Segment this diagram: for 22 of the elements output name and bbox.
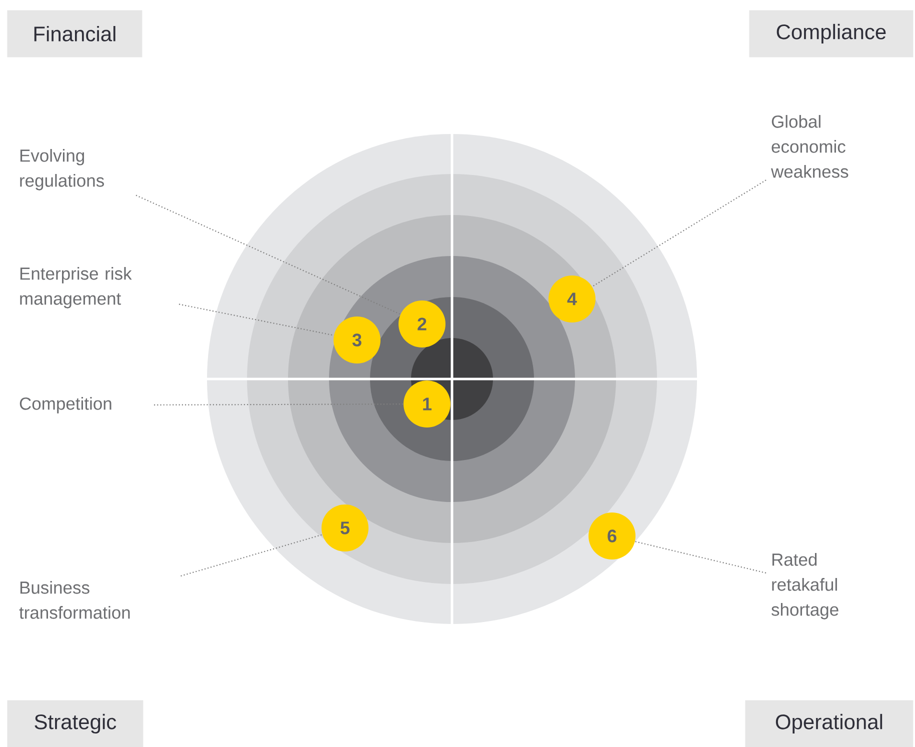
leader-line	[178, 304, 334, 336]
number-badge: 6	[588, 512, 636, 560]
risk-label: Global economic weakness	[770, 114, 848, 178]
number-badge: 2	[398, 300, 446, 348]
risk-label: Enterprise risk management	[20, 267, 132, 308]
leader-line	[154, 404, 404, 406]
leader-line	[634, 541, 766, 574]
number-badge: 3	[334, 316, 380, 364]
number-badge: 5	[322, 504, 368, 552]
risk-label: Competition	[20, 397, 112, 414]
leader-line	[136, 194, 401, 315]
risk-label: Business transformation	[19, 581, 130, 619]
risk-label: Rated retakaful shortage	[772, 553, 838, 620]
number-badge: 1	[404, 380, 450, 428]
risk-label: Evolving regulations	[20, 148, 104, 190]
category-box: Strategic	[7, 700, 144, 747]
number-badge: 4	[548, 276, 596, 322]
leader-line	[592, 180, 766, 288]
category-box: Compliance	[749, 10, 914, 58]
category-box: Financial	[7, 10, 142, 58]
leader-line	[180, 534, 322, 577]
category-box: Operational	[745, 700, 914, 747]
